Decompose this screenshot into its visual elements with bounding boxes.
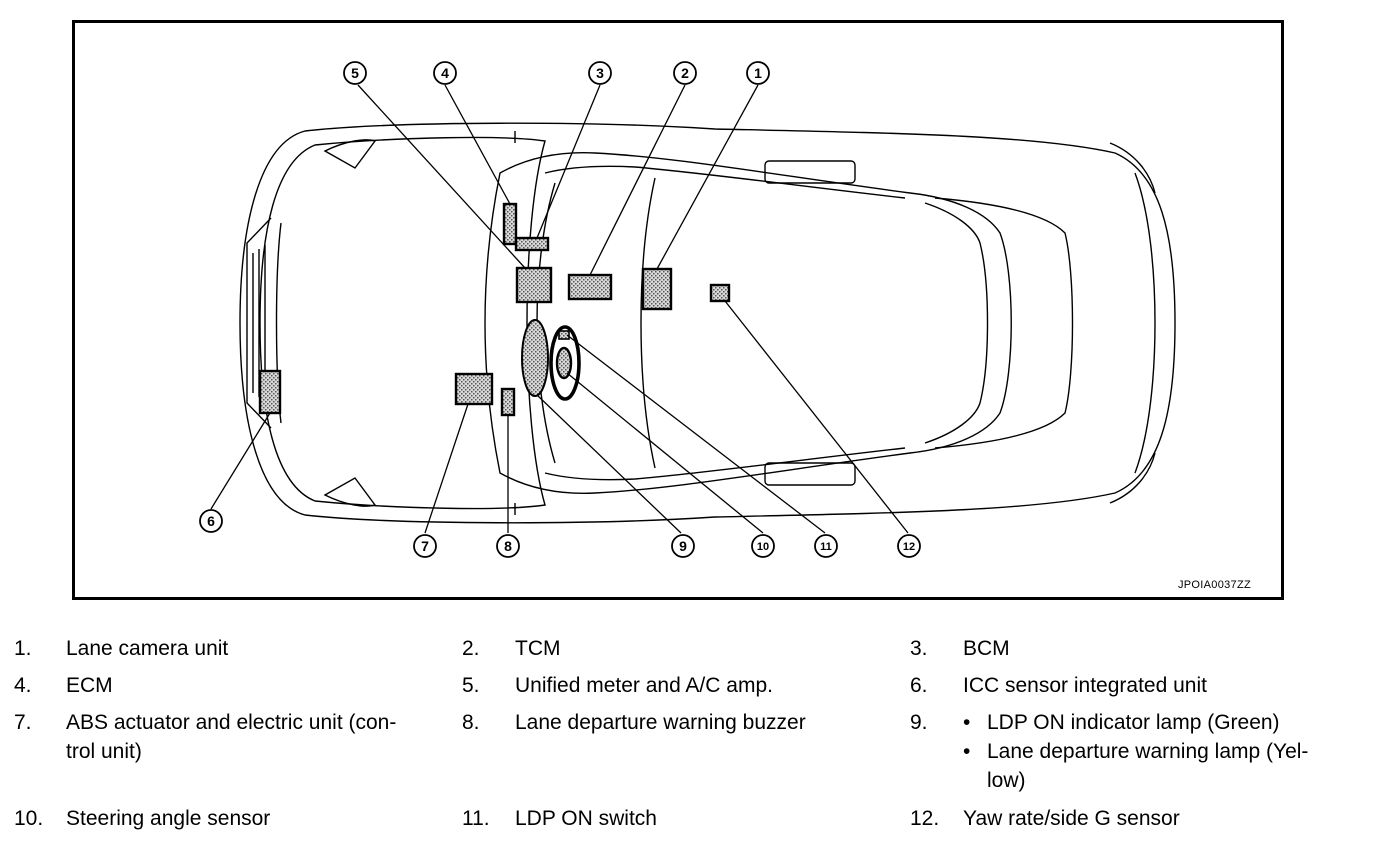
legend-text: Lane departure warning buzzer <box>515 711 806 734</box>
legend-text: ABS actuator and electric unit (con- tro… <box>66 708 466 766</box>
vehicle-top-view: 1 2 3 4 5 6 7 8 9 10 11 12 <box>199 61 1176 558</box>
legend-text: Unified meter and A/C amp. <box>515 674 773 697</box>
callout-1: 1 <box>754 65 762 81</box>
legend-bullet-row: • Lane departure warning lamp (Yel- low) <box>963 737 1363 795</box>
ecm-marker <box>502 202 518 246</box>
steering-wheel-marker <box>549 325 581 401</box>
legend-bullet-text: low) <box>987 769 1026 792</box>
component-location-diagram: 1 2 3 4 5 6 7 8 9 10 11 12 JPOIA0037ZZ <box>72 20 1284 600</box>
yaw-rate-sensor-marker <box>709 283 731 303</box>
callout-3: 3 <box>596 65 604 81</box>
lane-camera-unit-marker <box>641 267 673 311</box>
legend-bullet-row: • LDP ON indicator lamp (Green) <box>963 708 1363 737</box>
legend-text-line: ABS actuator and electric unit (con- <box>66 711 397 734</box>
legend-number: 9. <box>910 711 928 734</box>
callout-10: 10 <box>757 541 769 553</box>
legend-number: 2. <box>462 637 480 660</box>
steering-angle-sensor-marker <box>555 346 573 380</box>
indicator-lamp-marker <box>521 319 549 397</box>
legend-number: 7. <box>14 711 32 734</box>
legend-item-7: 7. ABS actuator and electric unit (con- … <box>14 708 454 768</box>
legend-text: ECM <box>66 674 113 697</box>
callout-markers <box>199 61 921 558</box>
legend-number: 1. <box>14 637 32 660</box>
legend-number: 10. <box>14 807 44 830</box>
icc-sensor-marker <box>258 369 282 415</box>
bullet-icon: • <box>963 711 971 734</box>
legend-bullet-text: Lane departure warning lamp (Yel- <box>987 740 1309 763</box>
legend-text: Yaw rate/side G sensor <box>963 807 1180 830</box>
figure-id: JPOIA0037ZZ <box>1178 579 1251 591</box>
legend-number: 4. <box>14 674 32 697</box>
legend-text: ICC sensor integrated unit <box>963 674 1207 697</box>
bcm-marker <box>514 236 550 252</box>
callout-7: 7 <box>421 538 429 554</box>
legend-number: 8. <box>462 711 480 734</box>
tcm-marker <box>567 273 613 301</box>
legend-number: 6. <box>910 674 928 697</box>
buzzer-marker <box>500 387 516 417</box>
component-legend: 1. Lane camera unit 2. TCM 3. BCM 4. ECM… <box>0 630 1376 844</box>
callout-5: 5 <box>351 65 359 81</box>
legend-text-line: trol unit) <box>66 740 142 763</box>
legend-text: Steering angle sensor <box>66 807 271 830</box>
legend-number: 5. <box>462 674 480 697</box>
legend-number: 11. <box>462 807 490 830</box>
legend-bullet-text: LDP ON indicator lamp (Green) <box>987 711 1280 734</box>
callout-6: 6 <box>207 513 215 529</box>
car-outline <box>239 122 1176 524</box>
legend-text: Lane camera unit <box>66 637 229 660</box>
callout-8: 8 <box>504 538 512 554</box>
legend-number: 3. <box>910 637 928 660</box>
leader-lines <box>210 84 909 534</box>
legend-item-9: 9. • LDP ON indicator lamp (Green) • Lan… <box>910 708 1360 798</box>
component-markers <box>258 202 731 417</box>
callout-9: 9 <box>679 538 687 554</box>
legend-text: TCM <box>515 637 561 660</box>
unified-meter-marker <box>515 266 553 304</box>
callout-11: 11 <box>820 541 832 553</box>
legend-text: BCM <box>963 637 1010 660</box>
callout-4: 4 <box>441 65 449 81</box>
bullet-icon: • <box>963 740 971 763</box>
callout-12: 12 <box>903 541 915 553</box>
abs-actuator-marker <box>454 372 494 406</box>
ldp-switch-marker <box>558 330 570 340</box>
legend-text: LDP ON switch <box>515 807 657 830</box>
legend-text: • LDP ON indicator lamp (Green) • Lane d… <box>963 708 1363 795</box>
callout-2: 2 <box>681 65 689 81</box>
legend-number: 12. <box>910 807 940 830</box>
